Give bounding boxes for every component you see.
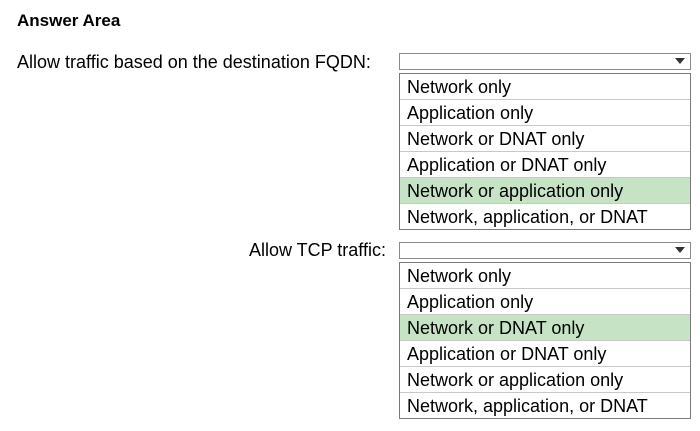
options-list-tcp: Network only Application only Network or…: [399, 262, 691, 419]
option-item[interactable]: Network or DNAT only: [400, 125, 690, 151]
select-box-fqdn[interactable]: [399, 53, 691, 70]
select-box-tcp[interactable]: [399, 242, 691, 259]
question-label-fqdn: Allow traffic based on the destination F…: [17, 52, 371, 72]
option-item[interactable]: Application only: [400, 99, 690, 125]
dropdown-tcp[interactable]: Network only Application only Network or…: [399, 242, 691, 419]
option-item[interactable]: Application or DNAT only: [400, 151, 690, 177]
option-item[interactable]: Application only: [400, 288, 690, 314]
answer-area-title: Answer Area: [17, 11, 121, 30]
option-item[interactable]: Network only: [407, 266, 512, 286]
chevron-down-icon[interactable]: [675, 247, 685, 253]
option-item[interactable]: Network only: [407, 77, 512, 97]
option-item[interactable]: Application or DNAT only: [400, 340, 690, 366]
option-item[interactable]: Network, application, or DNAT: [400, 392, 690, 418]
options-list-fqdn: Network only Application only Network or…: [399, 73, 691, 230]
option-item[interactable]: Network, application, or DNAT: [400, 203, 690, 229]
chevron-down-icon[interactable]: [675, 58, 685, 64]
option-item[interactable]: Network or DNAT only: [400, 314, 690, 340]
dropdown-fqdn[interactable]: Network only Application only Network or…: [399, 53, 691, 230]
question-label-tcp: Allow TCP traffic:: [248, 240, 386, 260]
option-item[interactable]: Network or application only: [400, 366, 690, 392]
option-item[interactable]: Network or application only: [400, 177, 690, 203]
